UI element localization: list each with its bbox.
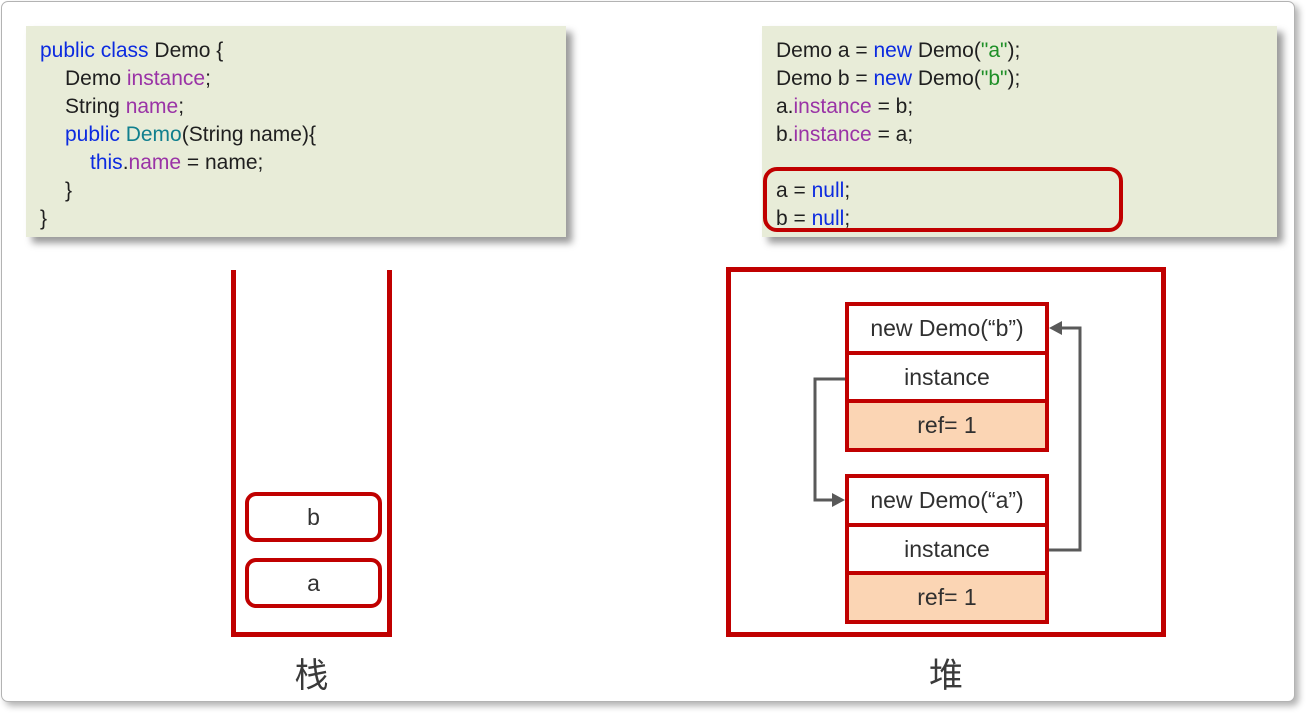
main-method-code-block: Demo a = new Demo("a");Demo b = new Demo… [762, 26, 1277, 237]
code-line: Demo instance; [40, 65, 566, 93]
object-title-row: new Demo(“a”) [870, 486, 1024, 513]
code-token: instance [126, 67, 206, 90]
code-token: Demo [65, 67, 127, 90]
code-token: "a" [980, 39, 1008, 62]
code-line: a = null; [776, 177, 1277, 205]
code-token: Demo( [912, 39, 981, 62]
code-token: new [873, 67, 912, 90]
code-line: Demo b = new Demo("b"); [776, 65, 1277, 93]
code-token: instance [793, 123, 872, 146]
code-line: public Demo(String name){ [40, 121, 566, 149]
ref-count-row: ref= 1 [849, 571, 1045, 621]
code-token: new [873, 39, 912, 62]
code-token: null [811, 207, 845, 230]
code-token: Demo { [148, 39, 224, 62]
code-token: "b" [980, 67, 1008, 90]
code-line: } [40, 177, 566, 205]
ref-count-row: ref= 1 [849, 399, 1045, 449]
code-token: ; [205, 67, 211, 90]
code-line: Demo a = new Demo("a"); [776, 37, 1277, 65]
code-token: . [122, 151, 129, 174]
stack-variable-a: a [245, 558, 382, 608]
code-token: null [811, 179, 845, 202]
code-token: ); [1007, 67, 1021, 90]
heap-label: 堆 [929, 657, 963, 695]
code-token: Demo a = [776, 39, 874, 62]
code-token: ; [178, 95, 185, 118]
code-line: public class Demo { [40, 37, 566, 65]
code-token: = name; [181, 151, 264, 174]
instance-field-row: instance [849, 522, 1045, 572]
code-token: Demo [125, 123, 182, 146]
instance-field-row: instance [849, 350, 1045, 400]
stack-label: 栈 [294, 657, 329, 695]
code-token: Demo( [912, 67, 981, 90]
code-line: } [40, 205, 566, 233]
code-token: = b; [871, 95, 914, 118]
code-line: a.instance = b; [776, 93, 1277, 121]
code-token: instance [793, 95, 872, 118]
object-title-row: new Demo(“b”) [870, 314, 1024, 341]
stack-variable-b: b [245, 492, 382, 542]
code-token: ); [1007, 39, 1021, 62]
code-token: a. [776, 95, 794, 118]
code-token: } [40, 207, 48, 230]
code-token: = a; [871, 123, 914, 146]
class-definition-code-block: public class Demo {Demo instance;String … [26, 26, 566, 237]
code-token: a = [776, 179, 812, 202]
code-token: name [128, 151, 182, 174]
code-token: (String name){ [181, 123, 316, 146]
code-token: b. [776, 123, 794, 146]
code-line: b = null; [776, 205, 1277, 233]
code-token: ; [844, 207, 851, 230]
code-token: ; [844, 179, 851, 202]
code-token: } [65, 179, 73, 202]
code-token: public class [40, 39, 149, 62]
code-token: name [125, 95, 179, 118]
code-token: Demo b = [776, 67, 874, 90]
slide-canvas: public class Demo {Demo instance;String … [1, 1, 1295, 702]
code-token: public [65, 123, 126, 146]
code-token: b = [776, 207, 812, 230]
code-token: this [90, 151, 123, 174]
code-line: String name; [40, 93, 566, 121]
code-line: b.instance = a; [776, 121, 1277, 149]
code-token: String [65, 95, 126, 118]
code-line: this.name = name; [40, 149, 566, 177]
null-assignment-highlight-box [763, 167, 1123, 232]
